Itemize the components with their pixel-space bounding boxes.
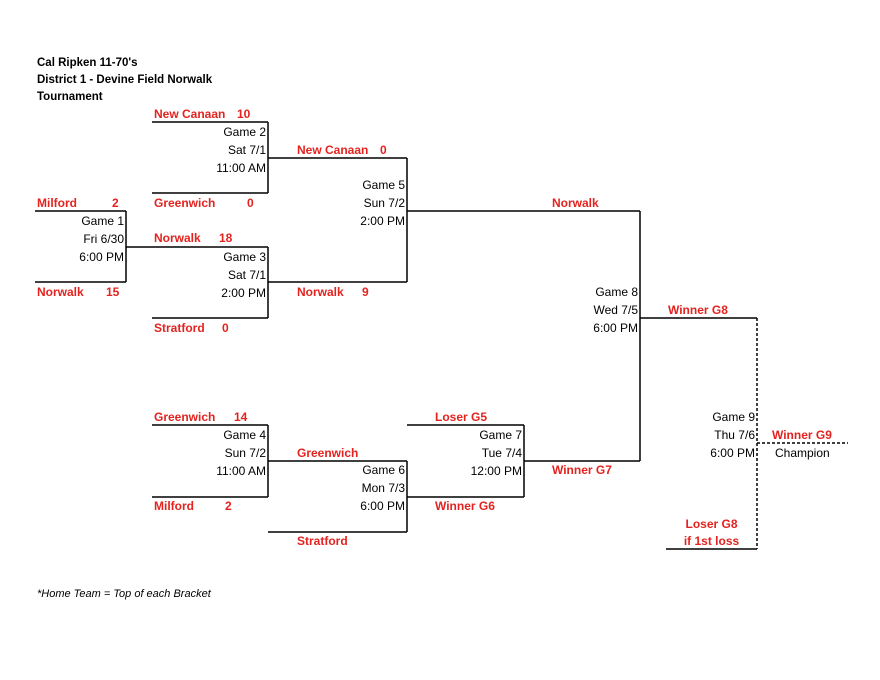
game5-away-team: Norwalk: [297, 285, 344, 299]
home-team-footnote: *Home Team = Top of each Bracket: [37, 588, 211, 600]
game5-date: Sun 7/2: [363, 196, 405, 210]
champion-caption: Champion: [775, 446, 830, 460]
game4-home-team: Greenwich: [154, 410, 216, 424]
game3-date: Sat 7/1: [227, 268, 266, 282]
game6-away-team: Stratford: [297, 534, 348, 548]
game4-date: Sun 7/2: [224, 446, 266, 460]
game3-away-score: 0: [222, 321, 229, 335]
game9-home-team: Winner G8: [668, 303, 728, 317]
game8-home-team: Norwalk: [552, 196, 599, 210]
game3-home-score: 18: [219, 231, 233, 245]
game5-time: 2:00 PM: [360, 214, 405, 228]
game3-time: 2:00 PM: [221, 286, 266, 300]
game1-label: Game 1: [81, 214, 124, 228]
game1-info: Game 1 Fri 6/30 6:00 PM: [24, 212, 124, 266]
game8-date: Wed 7/5: [593, 303, 638, 317]
game1-away-score: 15: [106, 285, 120, 299]
game7-date: Tue 7/4: [481, 446, 522, 460]
game4-away-team: Milford: [154, 499, 194, 513]
game8-label: Game 8: [595, 285, 638, 299]
game4-time: 11:00 AM: [216, 464, 266, 478]
game7-label: Game 7: [479, 428, 522, 442]
game8-away-team: Winner G7: [552, 463, 612, 477]
game1-home-score: 2: [112, 196, 119, 210]
game4-info: Game 4 Sun 7/2 11:00 AM: [166, 426, 266, 480]
game7-away-team: Winner G6: [435, 499, 495, 513]
game2-info: Game 2 Sat 7/1 11:00 AM: [166, 123, 266, 177]
game5-label: Game 5: [362, 178, 405, 192]
game4-away-score: 2: [225, 499, 232, 513]
game2-date: Sat 7/1: [227, 143, 266, 157]
game2-away-score: 0: [247, 196, 254, 210]
game9-date: Thu 7/6: [714, 428, 755, 442]
game3-away-team: Stratford: [154, 321, 205, 335]
game7-home-team: Loser G5: [435, 410, 488, 424]
game2-label: Game 2: [223, 125, 266, 139]
game3-label: Game 3: [223, 250, 266, 264]
game1-time: 6:00 PM: [79, 250, 124, 264]
game8-time: 6:00 PM: [593, 321, 638, 335]
game9-label: Game 9: [712, 410, 755, 424]
game7-time: 12:00 PM: [470, 464, 522, 478]
game9-time: 6:00 PM: [710, 446, 755, 460]
game9-info: Game 9 Thu 7/6 6:00 PM: [655, 408, 755, 462]
game1-date: Fri 6/30: [83, 232, 124, 246]
game4-home-score: 14: [234, 410, 248, 424]
game6-time: 6:00 PM: [360, 499, 405, 513]
event-title: Tournament: [37, 91, 103, 103]
game2-home-team: New Canaan: [154, 107, 226, 121]
game2-away-team: Greenwich: [154, 196, 216, 210]
game6-home-team: Greenwich: [297, 446, 359, 460]
league-title: Cal Ripken 11-70's: [37, 57, 138, 69]
game4-label: Game 4: [223, 428, 266, 442]
game6-date: Mon 7/3: [361, 481, 405, 495]
game9-away-team: Loser G8: [685, 517, 738, 531]
game5-home-score: 0: [380, 143, 387, 157]
game3-home-team: Norwalk: [154, 231, 201, 245]
game5-away-score: 9: [362, 285, 369, 299]
game9-away-condition: if 1st loss: [683, 534, 740, 548]
final-winner: Winner G9: [772, 428, 832, 442]
game1-home-team: Milford: [37, 196, 77, 210]
game5-home-team: New Canaan: [297, 143, 369, 157]
game2-time: 11:00 AM: [216, 161, 266, 175]
game5-info: Game 5 Sun 7/2 2:00 PM: [305, 176, 405, 230]
game7-info: Game 7 Tue 7/4 12:00 PM: [422, 426, 522, 480]
game8-info: Game 8 Wed 7/5 6:00 PM: [538, 283, 638, 337]
game1-away-team: Norwalk: [37, 285, 84, 299]
game6-info: Game 6 Mon 7/3 6:00 PM: [305, 461, 405, 515]
game6-label: Game 6: [362, 463, 405, 477]
game3-info: Game 3 Sat 7/1 2:00 PM: [166, 248, 266, 302]
game2-home-score: 10: [237, 107, 251, 121]
district-title: District 1 - Devine Field Norwalk: [37, 74, 213, 86]
